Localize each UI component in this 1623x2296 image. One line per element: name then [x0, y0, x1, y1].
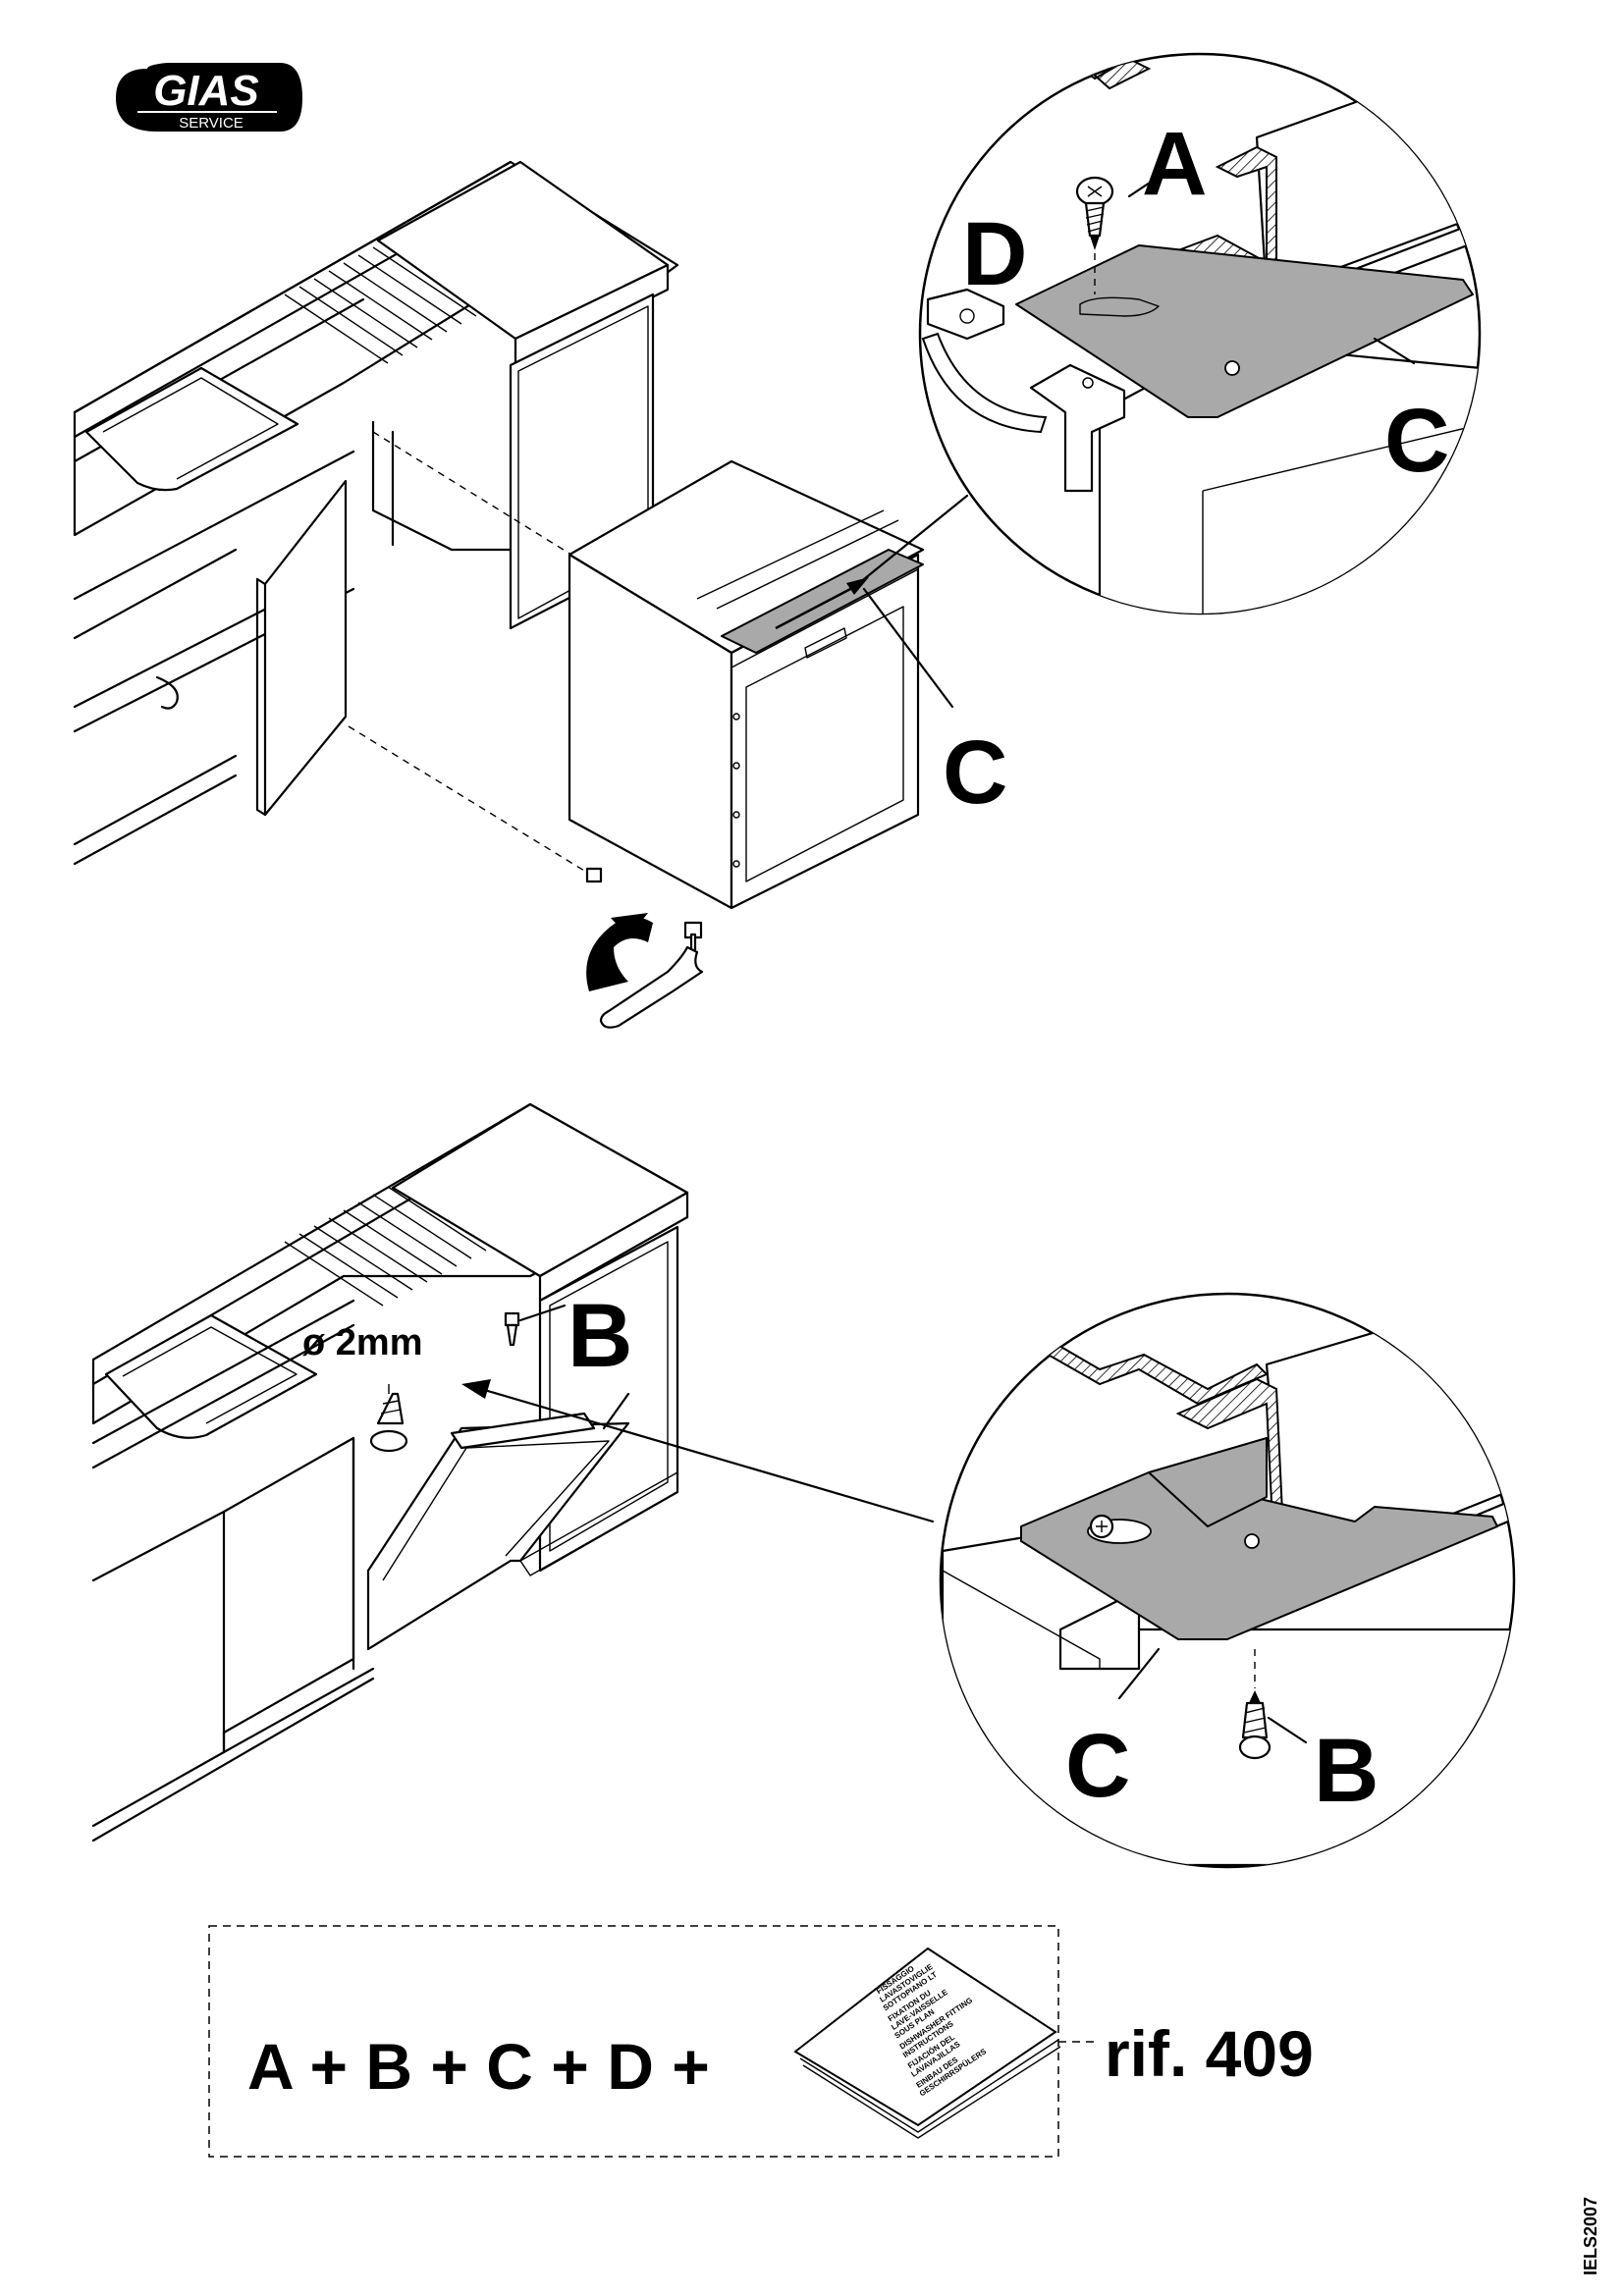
- kit-reference: rif. 409: [1105, 2017, 1314, 2090]
- label-c-top-detail: C: [1384, 391, 1449, 491]
- detail-circle-bottom: [939, 1292, 1516, 1869]
- screw-b-detail-icon: [1238, 1649, 1271, 1760]
- pointer-arrow: [461, 1379, 935, 1523]
- label-c-bottom-detail: C: [1065, 1716, 1130, 1816]
- label-drill-size: ø 2mm: [302, 1322, 422, 1363]
- document-code: IELS2007: [1581, 2197, 1600, 2275]
- top-kitchen-unit: [73, 160, 679, 875]
- gias-service-logo: GIAS SERVICE: [116, 63, 302, 132]
- logo-sub-text: SERVICE: [179, 115, 243, 132]
- kit-formula: A + B + C + D +: [247, 2030, 710, 2103]
- detail-circle-top: [918, 52, 1482, 615]
- bottom-kitchen-unit: [91, 1102, 689, 1842]
- screw-b-small-icon: [504, 1311, 520, 1347]
- label-d: D: [962, 204, 1027, 304]
- kit-box: FISSAGGIO LAVASTOVIGLIE SOTTOPIANO LT FI…: [208, 1925, 1314, 2158]
- wrench-icon: [586, 913, 704, 1029]
- label-c-dishwasher: C: [943, 722, 1007, 823]
- label-b-cabinet: B: [568, 1286, 632, 1386]
- screw-a-icon: [1075, 176, 1114, 294]
- label-a: A: [1142, 114, 1207, 214]
- dishwasher-unit: [568, 459, 954, 952]
- screw-drill-icon: [369, 1384, 408, 1453]
- label-b-bottom-detail: B: [1314, 1721, 1379, 1821]
- logo-brand-text: GIAS: [153, 67, 259, 115]
- instruction-booklet-icon: FISSAGGIO LAVASTOVIGLIE SOTTOPIANO LT FI…: [793, 1947, 1061, 2139]
